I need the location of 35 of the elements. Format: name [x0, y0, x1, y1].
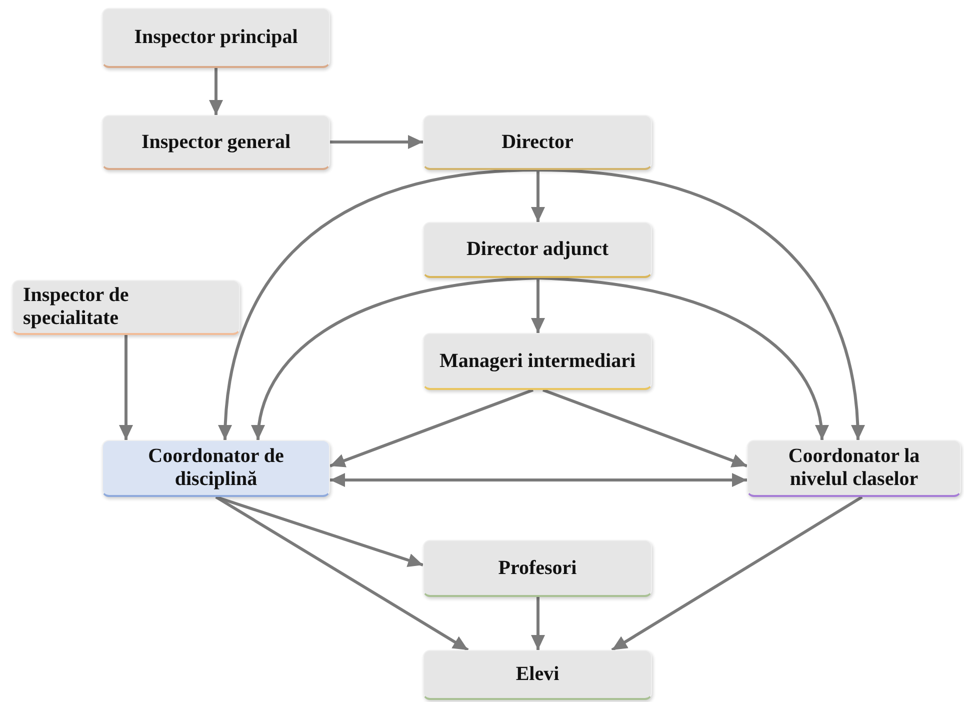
role-box: [102, 115, 330, 170]
role-label: Inspector general: [141, 130, 291, 154]
role-box: [102, 8, 330, 68]
arrow: [218, 168, 538, 440]
role-box: [423, 333, 652, 390]
role-box: [747, 440, 961, 497]
arrow: [538, 276, 828, 440]
role-label: Elevi: [516, 663, 560, 686]
arrow: [252, 276, 538, 440]
role-box: [102, 440, 330, 497]
arrow: [538, 168, 864, 440]
arrow: [531, 170, 545, 222]
role-label: Director: [502, 130, 574, 154]
arrow: [531, 278, 545, 333]
arrow: [611, 496, 863, 652]
arrow: [330, 135, 423, 149]
arrow: [531, 597, 545, 650]
arrow: [209, 68, 223, 115]
role-label: Inspector de specialitate: [23, 284, 130, 330]
arrow: [329, 388, 534, 468]
role-box: [12, 280, 240, 335]
arrow: [330, 473, 747, 487]
arrow: [119, 335, 133, 440]
role-box: [423, 115, 652, 170]
role-label: Director adjunct: [466, 238, 608, 261]
role-label: Profesori: [498, 556, 577, 580]
role-box: [423, 222, 652, 278]
arrow: [215, 496, 469, 652]
role-label: Coordonator de disciplină: [147, 445, 285, 491]
role-box: [423, 540, 652, 597]
role-label: Manageri intermediari: [439, 350, 636, 372]
role-label: Inspector principal: [134, 26, 298, 49]
role-box: [423, 650, 652, 700]
arrow: [542, 388, 748, 468]
role-label: Coordonator la nivelul claselor: [787, 445, 921, 491]
